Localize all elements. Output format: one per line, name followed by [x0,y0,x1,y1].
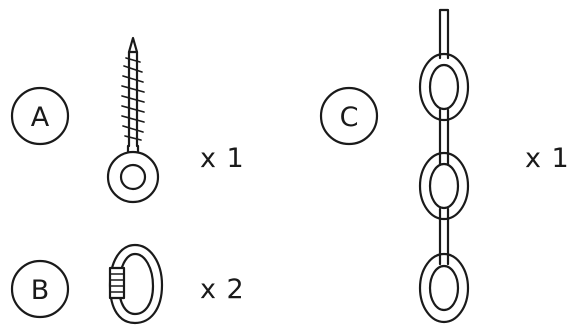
part-b-label: B [31,275,50,306]
part-a-quantity: x 1 [200,143,245,174]
part-c-quantity: x 1 [525,143,570,174]
quick-link-carabiner-icon [110,245,162,323]
part-c: C x 1 [321,10,570,322]
part-a: A x 1 [12,38,245,202]
part-b-quantity: x 2 [200,274,245,305]
part-b-label-badge: B [12,261,68,317]
part-c-label-badge: C [321,88,377,144]
part-a-label-badge: A [12,88,68,144]
chain-icon [420,10,468,322]
part-c-label: C [340,102,359,133]
part-b: B x 2 [12,245,245,323]
screw-eye-hook-icon [108,38,158,202]
part-a-label: A [31,102,50,133]
